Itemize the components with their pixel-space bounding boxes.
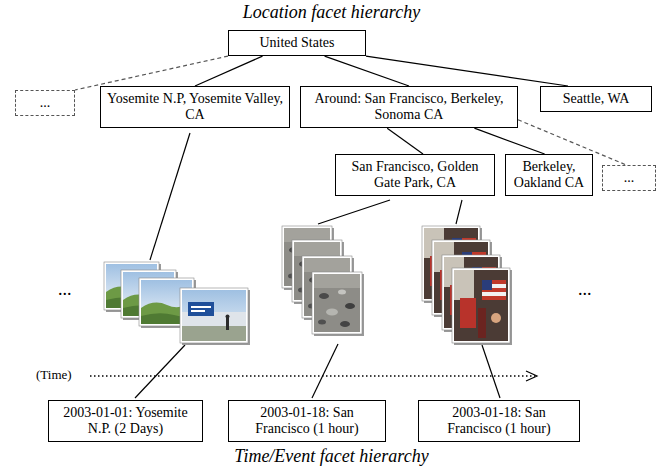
hierarchy-link (195, 56, 263, 86)
category-box: United States (228, 30, 366, 56)
box-text: Seattle, WA (547, 91, 645, 107)
hierarchy-link (75, 56, 228, 90)
photo-stack (422, 226, 512, 345)
axis-label: (Time) (36, 368, 72, 382)
time-arrowhead (526, 371, 537, 381)
photo-thumbnail (312, 272, 364, 336)
category-box: 2003-01-18: San Francisco (1 hour) (418, 400, 580, 442)
hierarchy-link (474, 128, 544, 154)
time-axis (90, 375, 535, 377)
box-text: 2003-01-01: Yosemite N.P. (2 Days) (55, 405, 196, 437)
category-box: San Francisco, Golden Gate Park, CA (335, 154, 495, 196)
category-box: 2003-01-01: Yosemite N.P. (2 Days) (48, 400, 203, 442)
photo-stack (104, 262, 250, 345)
box-text: Yosemite N.P, Yosemite Valley, CA (107, 91, 283, 123)
category-box: Yosemite N.P, Yosemite Valley, CA (100, 86, 290, 128)
box-text: United States (235, 35, 359, 51)
diagram-title: Location facet hierarchy (0, 3, 663, 23)
photo-stack (282, 226, 364, 336)
ellipsis-label: ... (58, 280, 72, 300)
time-axis (90, 371, 537, 381)
leader-line (482, 345, 500, 398)
box-text: ... (609, 170, 649, 186)
box-text: ... (22, 95, 68, 111)
box-text: San Francisco, Golden Gate Park, CA (342, 159, 488, 191)
photo-thumbnail (180, 288, 250, 345)
photo-thumbnail (452, 268, 512, 345)
category-box: 2003-01-18: San Francisco (1 hour) (228, 400, 386, 442)
box-text: 2003-01-18: San Francisco (1 hour) (235, 405, 379, 437)
category-box: Seattle, WA (540, 86, 652, 112)
leader-line (135, 345, 185, 398)
box-text: Berkeley, Oakland CA (512, 159, 586, 191)
hierarchy-link (387, 128, 423, 154)
ellipsis-label: ... (578, 280, 592, 300)
leader-line (456, 200, 462, 224)
placeholder-box: ... (15, 90, 75, 116)
hierarchy-link (366, 56, 568, 86)
leader-line (312, 344, 338, 398)
placeholder-box: ... (602, 165, 656, 191)
leader-line (150, 133, 190, 260)
category-box: Berkeley, Oakland CA (505, 154, 593, 196)
diagram-caption: Time/Event facet hierarchy (0, 447, 663, 467)
leader-line (318, 200, 390, 224)
box-text: Around: San Francisco, Berkeley, Sonoma … (307, 91, 511, 123)
box-text: 2003-01-18: San Francisco (1 hour) (425, 405, 573, 437)
category-box: Around: San Francisco, Berkeley, Sonoma … (300, 86, 518, 128)
